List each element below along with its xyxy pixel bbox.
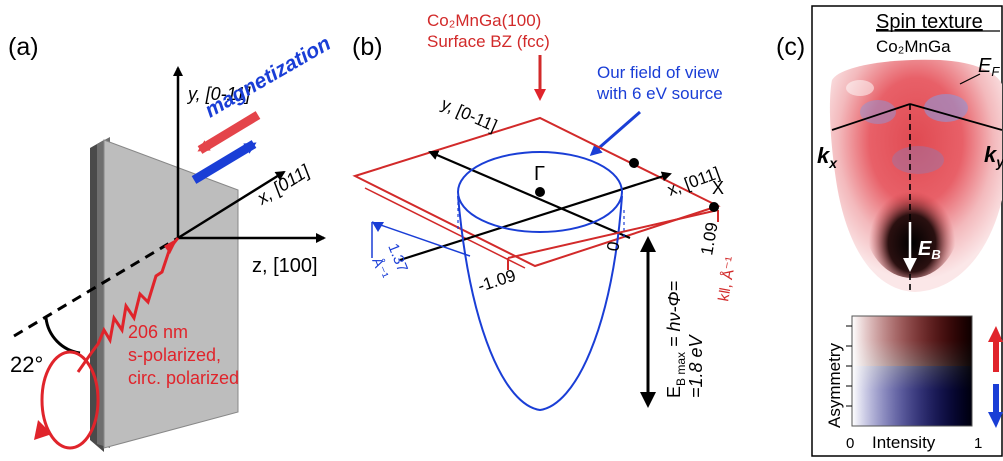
- angle-label: 22°: [10, 352, 43, 377]
- fov-edge-point: [629, 158, 639, 168]
- k-unit-label: k‖, Å⁻¹: [715, 255, 740, 302]
- fov-size-unit: Å⁻¹: [369, 255, 392, 281]
- k-axis-red: [507, 209, 719, 259]
- kx-axis-line: [831, 103, 911, 131]
- ef-sub: F: [991, 64, 1000, 79]
- fov-paraboloid: [457, 195, 623, 412]
- circular-polarization-loop: [40, 350, 100, 450]
- circular-polarization-arrowhead: [34, 420, 52, 440]
- cb-xlabel: Intensity: [872, 433, 936, 452]
- axis-x-b: [399, 171, 672, 262]
- eb-arrowhead-white: [903, 258, 917, 272]
- axis-y-b: [428, 150, 631, 240]
- tick-zero: 0: [603, 240, 623, 253]
- axis-z-label-a: z, [100]: [252, 255, 318, 277]
- x-point-label: X: [712, 178, 724, 198]
- ky-label: ky: [984, 142, 1003, 170]
- fov-size-arrowhead: [372, 222, 384, 232]
- axis-y-label-b: y, [0-11]: [438, 94, 500, 135]
- angle-arc: [44, 317, 81, 355]
- eb-arrow-top: [640, 236, 656, 252]
- beam-label-line1: 206 nm: [128, 322, 188, 342]
- eb-sub: B: [931, 247, 940, 262]
- eb-max-label: EB max = hν-Φ= =1.8 eV: [664, 281, 706, 398]
- axis-y-label-a: y, [0-11]: [186, 84, 251, 104]
- fov-size-line: [371, 221, 471, 257]
- cb-x0: 0: [846, 435, 854, 452]
- kx-letter: k: [817, 143, 831, 168]
- eb-arrow-bottom: [640, 392, 656, 408]
- panel-b-label: (b): [352, 33, 383, 61]
- beam-label-line2: s-polarized,: [128, 345, 221, 365]
- eb-letter: E: [918, 238, 932, 260]
- cb-x1: 1: [974, 435, 982, 452]
- spin-up-arrowhead: [988, 326, 1003, 342]
- kx-sub: x: [828, 155, 838, 171]
- cb-ylabel: Asymmetry: [825, 343, 844, 429]
- bz-title-line1: Co₂MnGa(100): [427, 11, 541, 30]
- spin-down-arrowhead: [988, 412, 1003, 428]
- bz-title-line2: Surface BZ (fcc): [427, 32, 550, 51]
- tick-neg: -1.09: [475, 266, 518, 296]
- fov-ellipse: [457, 151, 623, 233]
- spin-texture-title: Spin texture: [876, 11, 983, 33]
- asymmetry-intensity-colorbar: [846, 315, 973, 427]
- eb-label: EB: [918, 238, 941, 262]
- beam-wave: [76, 237, 180, 373]
- beam-arrowhead: [164, 238, 178, 254]
- ky-letter: k: [984, 142, 998, 167]
- ef-pointer: [959, 73, 981, 85]
- ef-letter: E: [978, 55, 992, 77]
- panel-c-label: (c): [776, 33, 805, 61]
- bz-edge-front: [364, 187, 526, 269]
- fov-label-line2: with 6 eV source: [596, 84, 723, 103]
- gamma-point: [535, 187, 545, 197]
- svg-text:EB max = hν-Φ=: EB max = hν-Φ=: [664, 281, 688, 398]
- magnetization-label: magnetization: [201, 32, 335, 123]
- ky-axis-line: [909, 103, 1003, 131]
- gamma-label: Γ: [534, 163, 545, 185]
- sample-slab: [90, 137, 239, 452]
- spin-texture-subtitle: Co₂MnGa: [876, 37, 951, 56]
- eb-max-value: =1.8 eV: [686, 333, 706, 398]
- magnetization-red-arrow: [197, 111, 261, 154]
- eb-max-e: E: [664, 386, 684, 398]
- ky-sub: y: [995, 154, 1003, 170]
- tick-pos: 1.09: [697, 221, 721, 257]
- fov-label-line1: Our field of view: [597, 63, 720, 82]
- axes-a: [173, 66, 326, 243]
- ef-label: EF: [978, 55, 1000, 79]
- panel-a-label: (a): [8, 33, 39, 61]
- eb-max-formula: = hν-Φ=: [664, 281, 684, 352]
- beam-label-line3: circ. polarized: [128, 368, 239, 388]
- panel-c: (c) Spin texture Co₂MnGa EF kx ky EB: [776, 5, 1003, 457]
- magnetization-blue-arrow: [191, 140, 257, 184]
- incidence-dashed-line: [13, 236, 179, 338]
- eb-max-sub: B max: [674, 352, 688, 386]
- panel-b: (b) Co₂MnGa(100) Surface BZ (fcc) Our fi…: [352, 11, 740, 412]
- kx-label: kx: [817, 143, 838, 171]
- panel-a: (a) y, [0-11] x, [011] z, [100] magnetiz…: [8, 32, 335, 452]
- x-point: [709, 202, 719, 212]
